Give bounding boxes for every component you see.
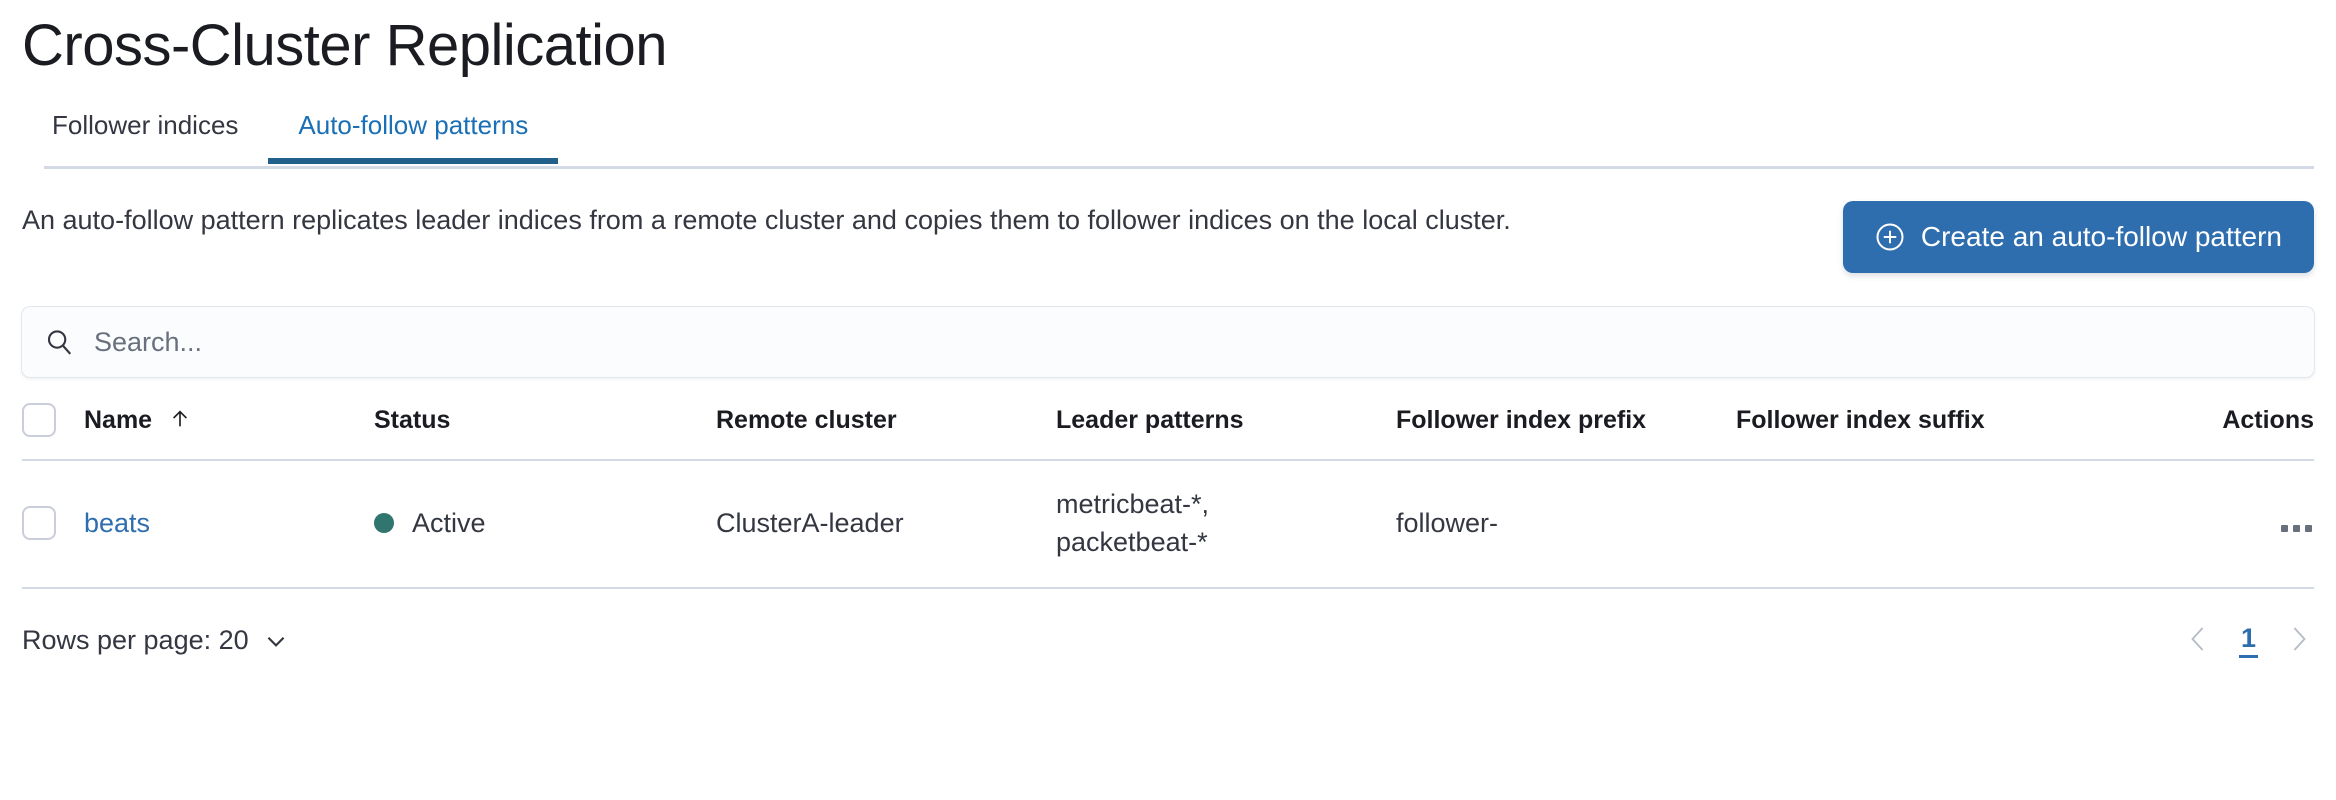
ellipsis-horizontal-icon[interactable] [2279,519,2314,538]
rows-per-page-label: Rows per page: 20 [22,625,249,655]
pagination-next-button[interactable] [2284,619,2314,662]
cell-status: Active [374,460,716,589]
cell-name: beats [84,460,374,589]
arrow-up-icon [169,407,191,429]
tab-auto-follow-patterns[interactable]: Auto-follow patterns [268,102,559,164]
auto-follow-patterns-table: Name Status Remote cluster Leader patter… [22,403,2314,589]
status-badge: Active [374,504,716,542]
pagination-prev-button[interactable] [2183,619,2213,662]
cell-follower-index-suffix [1736,460,2136,589]
search-icon [44,327,74,357]
column-header-status[interactable]: Status [374,403,716,461]
cell-follower-index-prefix: follower- [1396,460,1736,589]
cell-leader-patterns: metricbeat-*, packetbeat-* [1056,460,1396,589]
column-header-follower-index-prefix[interactable]: Follower index prefix [1396,403,1736,461]
tab-bar: Follower indices Auto-follow patterns [22,102,2314,169]
status-label: Active [412,508,486,538]
plus-in-circle-icon [1875,222,1905,252]
column-header-name-label: Name [84,406,153,434]
table-header-row: Name Status Remote cluster Leader patter… [22,403,2314,461]
search-bar[interactable] [22,307,2314,377]
pagination: 1 [2183,619,2314,662]
chevron-down-icon [263,628,289,654]
table-body: beats Active ClusterA-leader metricbeat-… [22,460,2314,589]
pagination-page-1[interactable]: 1 [2238,623,2258,658]
search-input[interactable] [94,326,2292,358]
table-head: Name Status Remote cluster Leader patter… [22,403,2314,461]
chevron-right-icon [2288,623,2310,658]
tab-follower-indices[interactable]: Follower indices [22,102,268,164]
column-header-remote-cluster[interactable]: Remote cluster [716,403,1056,461]
select-all-checkbox[interactable] [22,403,56,437]
create-auto-follow-pattern-button[interactable]: Create an auto-follow pattern [1842,201,2314,273]
column-header-leader-patterns[interactable]: Leader patterns [1056,403,1396,461]
intro-row: An auto-follow pattern replicates leader… [22,199,2314,273]
chevron-left-icon [2187,623,2209,658]
cell-remote-cluster: ClusterA-leader [716,460,1056,589]
intro-description: An auto-follow pattern replicates leader… [22,205,1511,235]
table-footer: Rows per page: 20 1 [22,619,2314,662]
select-all-header [22,403,84,461]
row-select-checkbox[interactable] [22,506,56,540]
column-header-actions: Actions [2136,403,2314,461]
status-dot-icon [374,513,394,533]
table-row: beats Active ClusterA-leader metricbeat-… [22,460,2314,589]
page-title: Cross-Cluster Replication [22,13,668,78]
create-button-label: Create an auto-follow pattern [1920,221,2282,252]
rows-per-page-selector[interactable]: Rows per page: 20 [22,625,289,656]
row-select-cell [22,460,84,589]
column-header-name[interactable]: Name [84,403,374,461]
cell-actions [2136,460,2314,589]
pattern-name-link[interactable]: beats [84,508,151,538]
column-header-follower-index-suffix[interactable]: Follower index suffix [1736,403,2136,461]
